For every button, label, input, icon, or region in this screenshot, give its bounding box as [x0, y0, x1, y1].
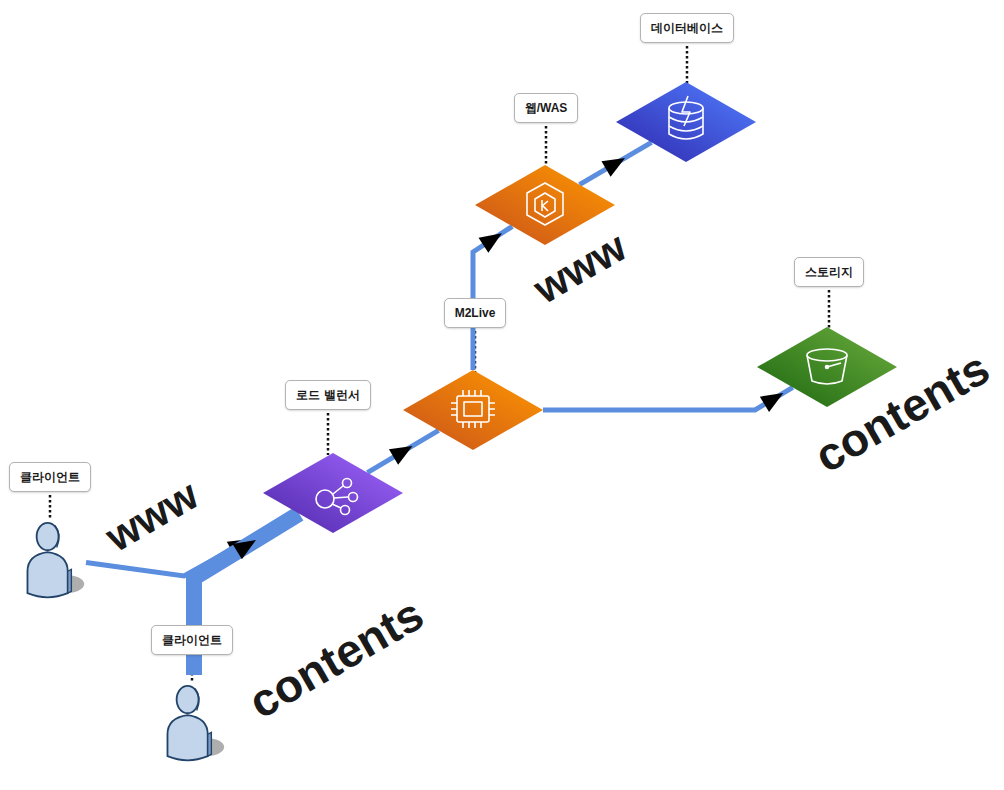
storage-node: 스토리지 [757, 327, 897, 407]
node-label: 데이터베이스 [640, 13, 734, 43]
service-icon [616, 82, 756, 162]
m2live-node: M2Live [403, 370, 543, 450]
connector [367, 430, 438, 472]
flow-label-text: www [98, 471, 206, 561]
client-node: 클라이언트 [162, 675, 226, 767]
arrowhead [760, 393, 784, 412]
leader-line [327, 413, 330, 455]
leader-line [49, 495, 52, 518]
service-icon [403, 370, 543, 450]
leader-line [686, 46, 689, 84]
client-node: 클라이언트 [22, 512, 86, 604]
flow-label: contents [241, 590, 430, 726]
flow-label: www [99, 473, 205, 558]
arrowhead [601, 158, 625, 177]
database-node: 데이터베이스 [616, 82, 756, 162]
person-icon [22, 512, 86, 604]
service-icon [263, 453, 403, 533]
node-label: 웹/WAS [514, 93, 579, 123]
node-label: 클라이언트 [151, 625, 233, 655]
person-icon [162, 675, 226, 767]
load-balancer-node: 로드 밸런서 [263, 453, 403, 533]
leader-line [545, 126, 548, 167]
arrowhead [233, 540, 256, 559]
arrowhead [479, 233, 502, 253]
flow-label-text: contents [240, 588, 432, 729]
connector [579, 142, 651, 184]
node-label: 로드 밸런서 [285, 380, 370, 410]
node-label: 클라이언트 [9, 462, 91, 492]
arrowhead [389, 446, 413, 465]
service-icon [757, 327, 897, 407]
node-label: 스토리지 [794, 257, 864, 287]
leader-line [828, 290, 831, 329]
connector [543, 387, 793, 410]
node-label: M2Live [444, 298, 507, 328]
